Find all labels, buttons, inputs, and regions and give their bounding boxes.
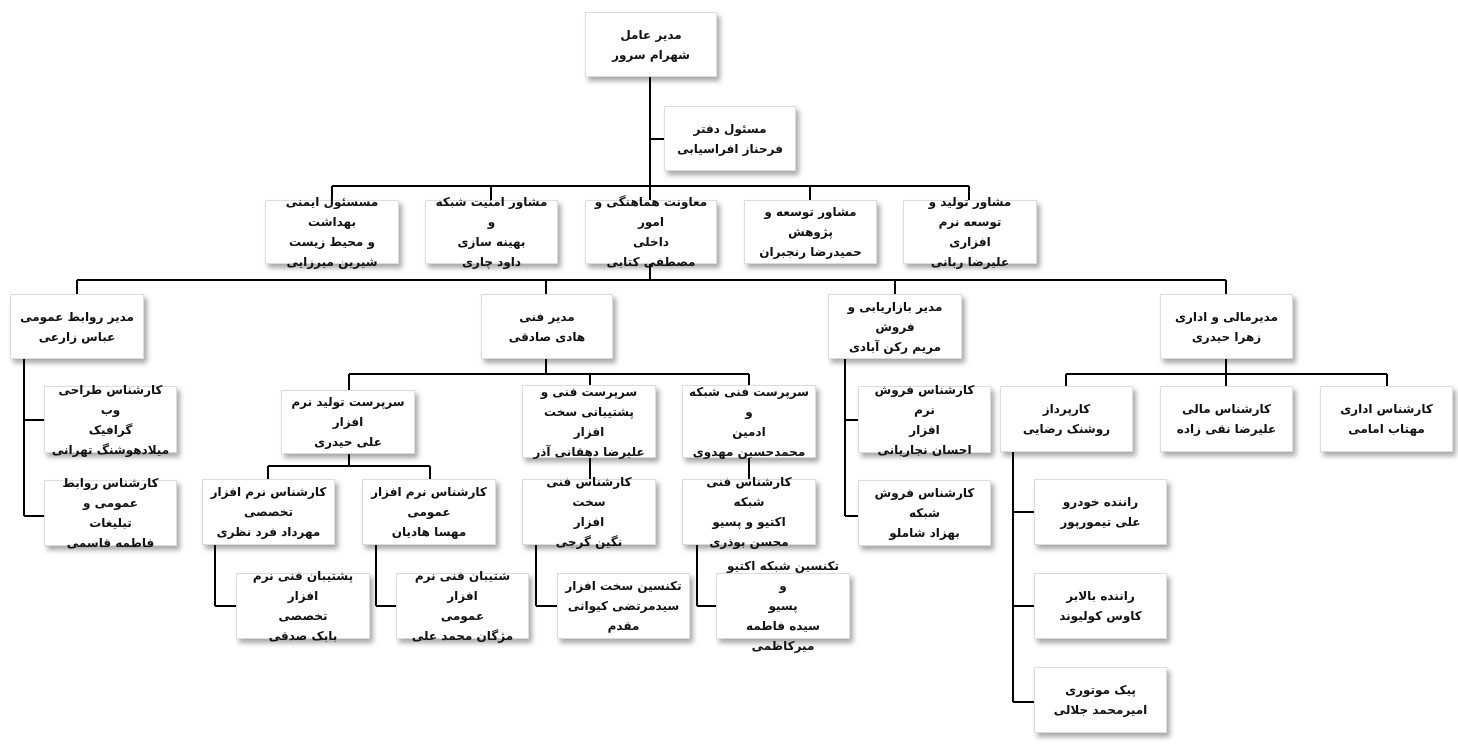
node-office-manager: مسئول دفتر فرحناز افراسیابی	[664, 106, 796, 171]
node-network-expert: کارشناس فنی شبکه اکتیو و پسیو محسن بوذری	[682, 475, 816, 549]
node-software-support-specialized: پشتیبان فنی نرم افزار تخصصی بابک صدقی	[236, 569, 370, 643]
node-network-technician: تکنسین شبکه اکتیو و پسیو سیده فاطمه میرک…	[716, 559, 850, 653]
node-sales-manager: مدیر بازاریابی و فروش مریم رکن آبادی	[828, 294, 962, 359]
node-software-expert-specialized: کارشناس نرم افزار تخصصی مهرداد فرد نظری	[202, 479, 335, 545]
node-lift-driver: راننده بالابر کاوس کولیوند	[1034, 573, 1167, 639]
node-hardware-supervisor: سرپرست فنی و پشتیبانی سخت افزار علیرضا د…	[522, 385, 656, 459]
node-software-expert-general: کارشناس نرم افزار عمومی مهسا هادیان	[362, 479, 496, 545]
node-coordination-deputy: معاونت هماهنگی و امور داخلی مصطفی کتابی	[585, 195, 717, 269]
node-hardware-technician: تکنسین سخت افزار سیدمرتضی کیوانی مقدم	[557, 573, 690, 639]
node-network-supervisor: سرپرست فنی شبکه و ادمین محمدحسین مهدوی	[682, 385, 816, 459]
node-software-support-general: شتیبان فنی نرم افزار عمومی مژگان محمد عل…	[396, 569, 529, 643]
node-pr-manager: مدیر روابط عمومی عباس زارعی	[10, 294, 144, 359]
node-software-advisor: مشاور تولید و توسعه نرم افزاری علیرضا رب…	[903, 195, 1037, 269]
node-car-driver: راننده خودرو علی تیمورپور	[1034, 479, 1167, 545]
node-hse-officer: مسسئول ایمنی بهداشت و محیط زیست شیرین می…	[265, 195, 399, 269]
node-rnd-advisor: مشاور توسعه و پژوهش حمیدرضا رنجبران	[744, 200, 877, 264]
node-motor-courier: پیک موتوری امیرمحمد جلالی	[1034, 667, 1167, 733]
node-technical-manager: مدیر فنی هادی صادقی	[481, 294, 613, 359]
node-financial-expert: کارشناس مالی علیرضا نقی زاده	[1160, 386, 1293, 452]
node-finance-manager: مدیرمالی و اداری زهرا حیدری	[1160, 294, 1293, 359]
node-administrative-expert: کارشناس اداری مهتاب امامی	[1320, 386, 1453, 452]
node-hardware-expert: کارشناس فنی سخت افزار نگین گرجی	[522, 475, 656, 549]
node-ceo: مدیر عامل شهرام سرور	[585, 12, 717, 77]
node-network-security-advisor: مشاور امنیت شبکه و بهینه سازی داود چاری	[425, 195, 558, 269]
node-pr-expert: کارشناس روابط عمومی و تبلیغات فاطمه قاسم…	[44, 476, 177, 550]
node-software-supervisor: سرپرست تولید نرم افزار علی حیدری	[281, 390, 415, 454]
node-network-sales-expert: کارشناس فروش شبکه بهزاد شاملو	[858, 480, 991, 546]
node-software-sales-expert: کارشناس فروش نرم افزار احسان نجاریانی	[858, 383, 991, 457]
node-procurement-officer: کارپرداز روشنک رضایی	[1000, 386, 1133, 452]
node-web-design-expert: کارشناس طراحی وب گرافیک میلادهوشنگ تهران…	[44, 383, 177, 457]
